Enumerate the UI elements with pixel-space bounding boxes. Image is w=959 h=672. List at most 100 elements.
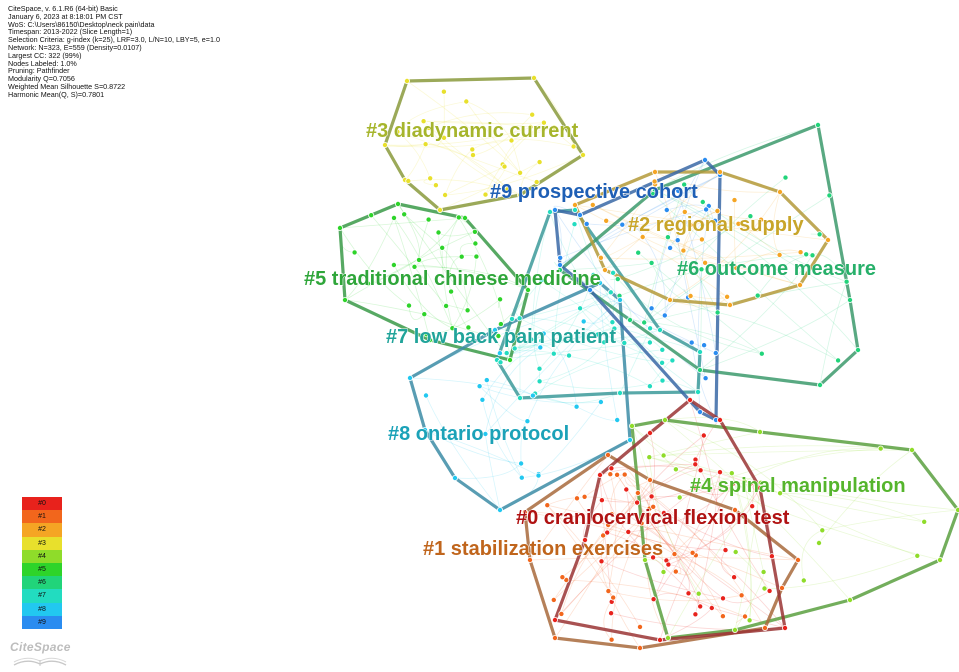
- publication-node: [572, 207, 577, 212]
- legend-item: #3: [22, 537, 62, 550]
- publication-node: [732, 627, 737, 632]
- publication-node: [635, 500, 640, 505]
- publication-node: [827, 193, 832, 198]
- publication-node: [537, 160, 542, 165]
- legend-item: #4: [22, 550, 62, 563]
- publication-node: [742, 614, 747, 619]
- publication-node: [615, 277, 620, 282]
- publication-node: [699, 237, 704, 242]
- publication-node: [611, 270, 616, 275]
- publication-node: [909, 447, 914, 452]
- publication-node: [406, 303, 411, 308]
- publication-node: [664, 207, 669, 212]
- publication-node: [717, 417, 722, 422]
- publication-node: [422, 312, 427, 317]
- publication-node: [651, 597, 656, 602]
- publication-node: [642, 320, 647, 325]
- publication-node: [480, 397, 485, 402]
- publication-node: [662, 313, 667, 318]
- publication-node: [635, 490, 640, 495]
- publication-node: [723, 548, 728, 553]
- publication-node: [626, 529, 631, 534]
- publication-node: [608, 472, 613, 477]
- publication-node: [690, 550, 695, 555]
- publication-node: [955, 507, 959, 512]
- publication-node: [801, 578, 806, 583]
- citation-link: [765, 556, 918, 589]
- publication-node: [681, 248, 686, 253]
- publication-node: [473, 241, 478, 246]
- publication-node: [700, 199, 705, 204]
- cluster-label-5: #5 traditional chinese medicine: [304, 268, 601, 290]
- legend-item: #6: [22, 576, 62, 589]
- publication-node: [574, 496, 579, 501]
- publication-node: [762, 625, 767, 630]
- publication-node: [697, 409, 702, 414]
- publication-node: [470, 153, 475, 158]
- publication-node: [937, 557, 942, 562]
- publication-node: [352, 250, 357, 255]
- publication-node: [536, 473, 541, 478]
- publication-node: [693, 462, 698, 467]
- citation-link: [577, 407, 618, 421]
- publication-node: [578, 306, 583, 311]
- publication-node: [847, 297, 852, 302]
- publication-node: [698, 468, 703, 473]
- publication-node: [459, 254, 464, 259]
- citation-link: [723, 591, 770, 603]
- legend-item: #1: [22, 510, 62, 523]
- publication-node: [407, 375, 412, 380]
- publication-node: [551, 351, 556, 356]
- publication-node: [444, 303, 449, 308]
- publication-node: [590, 202, 595, 207]
- publication-node: [537, 379, 542, 384]
- publication-node: [605, 452, 610, 457]
- publication-node: [698, 604, 703, 609]
- publication-node: [622, 472, 627, 477]
- publication-node: [687, 397, 692, 402]
- publication-node: [498, 297, 503, 302]
- publication-node: [404, 78, 409, 83]
- publication-node: [474, 254, 479, 259]
- publication-node: [697, 349, 702, 354]
- publication-node: [649, 260, 654, 265]
- publication-node: [769, 554, 774, 559]
- citation-link: [802, 530, 822, 580]
- cluster-label-1: #1 stabilization exercises: [423, 538, 663, 560]
- publication-node: [797, 282, 802, 287]
- publication-node: [622, 340, 627, 345]
- publication-node: [747, 618, 752, 623]
- publication-node: [477, 384, 482, 389]
- publication-node: [647, 430, 652, 435]
- publication-node: [762, 586, 767, 591]
- publication-node: [782, 625, 787, 630]
- publication-node: [472, 229, 477, 234]
- publication-node: [609, 611, 614, 616]
- publication-node: [558, 255, 563, 260]
- publication-node: [484, 378, 489, 383]
- publication-node: [557, 262, 562, 267]
- legend-item: #2: [22, 523, 62, 536]
- publication-node: [441, 89, 446, 94]
- legend-item: #9: [22, 616, 62, 629]
- publication-node: [636, 250, 641, 255]
- publication-node: [552, 617, 557, 622]
- publication-node: [720, 596, 725, 601]
- publication-node: [608, 290, 613, 295]
- citation-link: [540, 381, 663, 389]
- publication-node: [647, 384, 652, 389]
- publication-node: [507, 357, 512, 362]
- publication-node: [686, 591, 691, 596]
- publication-node: [704, 207, 709, 212]
- publication-node: [440, 245, 445, 250]
- publication-node: [609, 637, 614, 642]
- publication-node: [470, 147, 475, 152]
- publication-node: [715, 310, 720, 315]
- citation-link: [371, 215, 446, 306]
- publication-node: [657, 637, 662, 642]
- publication-node: [598, 255, 603, 260]
- publication-node: [426, 217, 431, 222]
- publication-node: [777, 189, 782, 194]
- cluster-label-4: #4 spinal manipulation: [690, 475, 906, 497]
